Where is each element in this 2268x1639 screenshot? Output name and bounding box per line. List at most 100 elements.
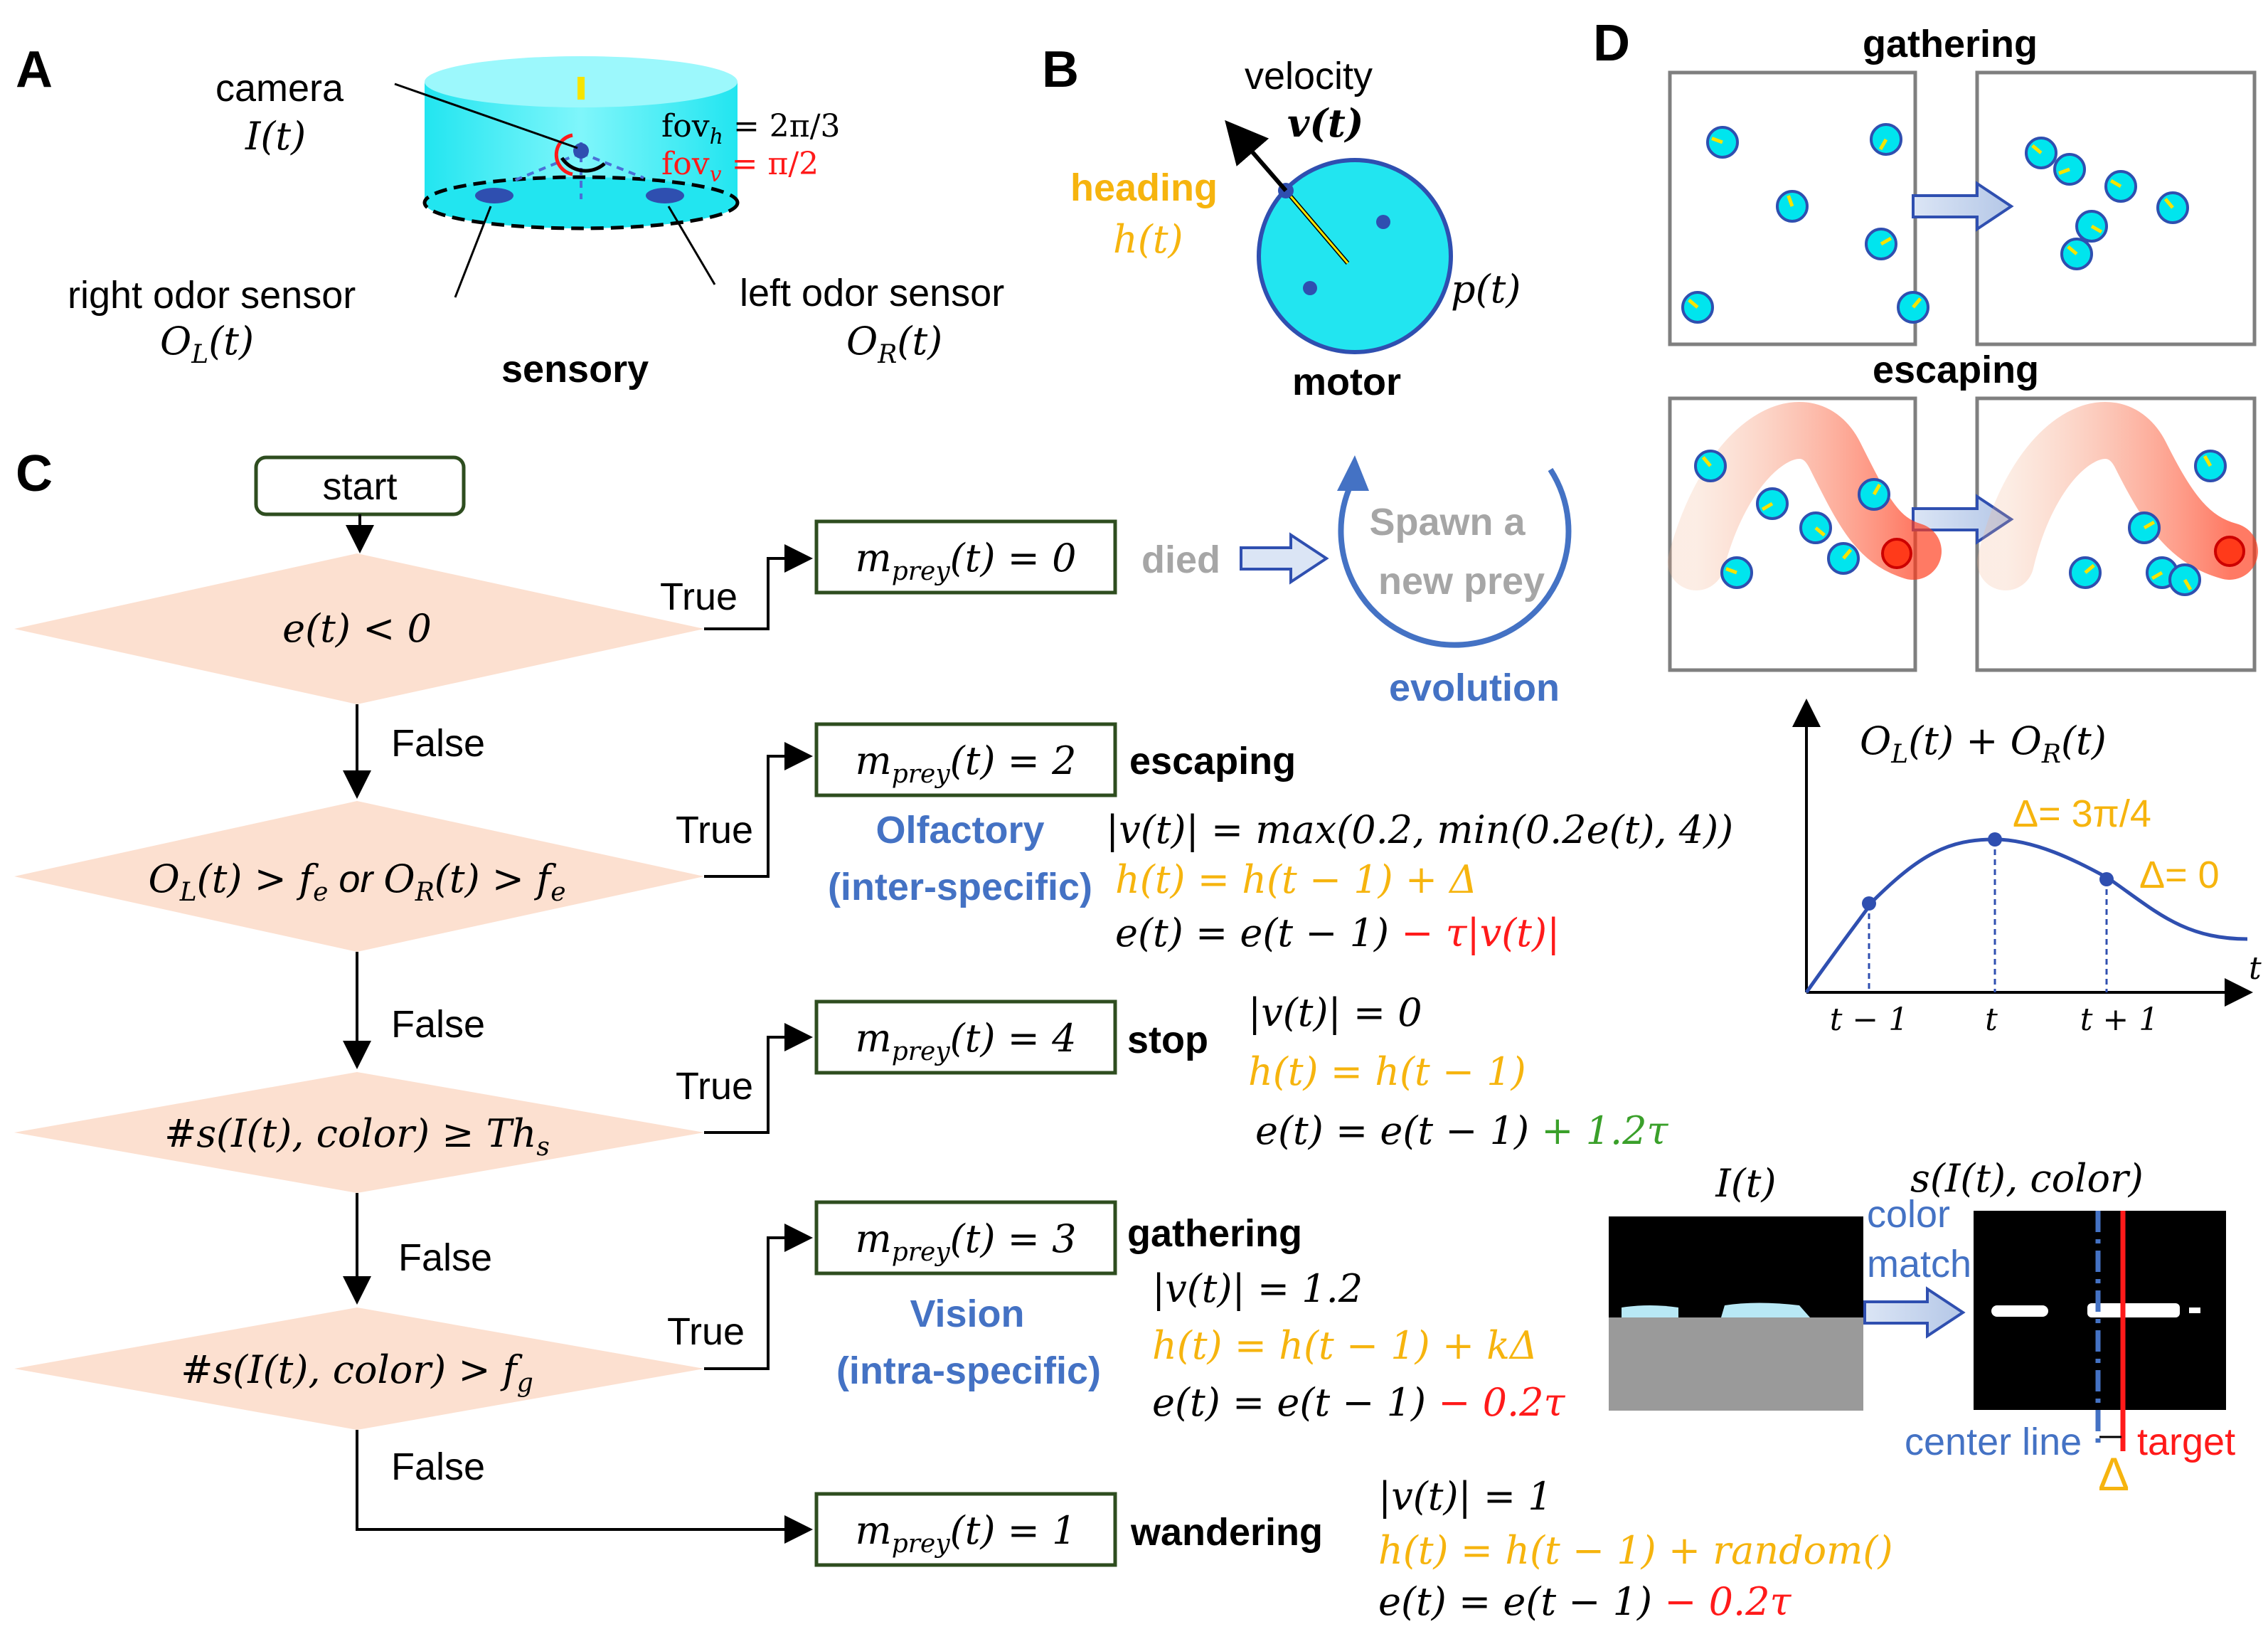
heading-symbol: h(t) — [1113, 217, 1183, 262]
gathering-title: gathering — [1863, 23, 2038, 65]
prey-heading — [1842, 548, 1853, 560]
panel-a: A camera I(t) fovh = 2π/3 fovv = π/2 rig… — [16, 41, 1004, 391]
left-odor-sensor-symbol: OR(t) — [846, 319, 942, 369]
decision-odor-text: OL(t) > fe or OR(t) > fe — [148, 856, 565, 907]
escaping-label: escaping — [1129, 740, 1296, 783]
prey-heading — [1814, 526, 1826, 537]
predator-trail-2 — [1977, 402, 2258, 590]
true-label-1: True — [660, 575, 738, 618]
predator-agent — [1881, 538, 1912, 569]
prey-heading — [1912, 297, 1922, 309]
fov-v-label: fovv = π/2 — [661, 146, 819, 187]
gathering-after-box — [1975, 70, 2257, 346]
motor-caption: motor — [1292, 361, 1401, 403]
mode-0-text: mprey(t) = 0 — [856, 536, 1077, 586]
prey-heading — [2031, 144, 2043, 154]
mode-box-wandering: mprey(t) = 1 — [814, 1492, 1117, 1567]
prey-heading — [1787, 195, 1794, 207]
prey-heading — [2067, 245, 2078, 255]
died-arrow-icon — [1240, 532, 1329, 585]
prey-heading — [2183, 578, 2193, 591]
prey-heading — [1711, 137, 1723, 144]
true-label-4: True — [667, 1310, 745, 1353]
false-label-2: False — [391, 1003, 485, 1046]
olfactory-line-1: Olfactory — [875, 809, 1044, 852]
prey-heading — [2058, 167, 2070, 175]
panel-d: D gathering escaping OL(t) + OR(t) Δ= 3π… — [1593, 15, 2262, 1500]
heading-label: heading — [1070, 166, 1218, 209]
fov-h-label: fovh = 2π/3 — [661, 108, 841, 149]
olfactory-line-2: (inter-specific) — [828, 866, 1092, 908]
decision-stop — [14, 1072, 704, 1193]
prey-heading — [1701, 456, 1712, 467]
right-odor-sensor-symbol: OL(t) — [160, 319, 254, 369]
prey-heading — [2084, 563, 2095, 574]
prey-heading — [1872, 483, 1882, 496]
predator-trail-1 — [1668, 402, 1942, 590]
mode-1-text: mprey(t) = 1 — [856, 1508, 1077, 1559]
false-label-1: False — [391, 722, 485, 765]
evolution-cycle-icon — [1338, 467, 1572, 648]
prey-heading — [2163, 198, 2174, 209]
wandering-label: wandering — [1130, 1511, 1323, 1554]
prey-heading — [2143, 520, 2156, 530]
prey-heading — [1878, 138, 1888, 151]
decision-gather-text: #s(I(t), color) > fg — [181, 1347, 533, 1398]
tick-t-minus-1: t − 1 — [1830, 1002, 1909, 1038]
left-odor-sensor — [646, 188, 684, 203]
color-match-line-1: color — [1867, 1193, 1950, 1236]
gathering-eq-v: |v(t)| = 1.2 — [1152, 1266, 1363, 1311]
sensory-cylinder — [394, 56, 740, 298]
delta-peak-label: Δ= 3π/4 — [2013, 792, 2151, 835]
right-odor-sensor — [475, 188, 513, 203]
panel-c-letter: C — [16, 445, 53, 502]
prey-heading — [2090, 224, 2103, 234]
predator-agent — [2214, 536, 2245, 567]
wandering-eq-v: |v(t)| = 1 — [1378, 1474, 1553, 1519]
color-match-arrow-icon — [1863, 1286, 1966, 1339]
wandering-eq-h: h(t) = h(t − 1) + random() — [1378, 1528, 1893, 1573]
prey-heading — [2109, 179, 2122, 189]
true-label-2: True — [676, 809, 753, 852]
mode-2-text: mprey(t) = 2 — [856, 738, 1077, 789]
prey-agents — [1681, 123, 2245, 596]
position-symbol: p(t) — [1451, 267, 1521, 312]
panel-b-letter: B — [1042, 41, 1079, 98]
mode-4-text: mprey(t) = 4 — [856, 1016, 1077, 1066]
fov-h-arc-icon — [560, 157, 606, 173]
gathering-eq-e: e(t) = e(t − 1) − 0.2τ — [1152, 1380, 1566, 1425]
sensory-caption: sensory — [501, 348, 649, 391]
stop-eq-v: |v(t)| = 0 — [1248, 990, 1422, 1035]
vision-line-2: (intra-specific) — [836, 1349, 1101, 1392]
velocity-arrow-icon — [1225, 120, 1288, 192]
stop-label: stop — [1127, 1019, 1208, 1061]
left-odor-sensor-label: left odor sensor — [740, 272, 1004, 314]
fov-v-arc-icon — [554, 133, 573, 176]
segmentation-label: s(I(t), color) — [1910, 1156, 2144, 1201]
false-label-4: False — [391, 1446, 485, 1488]
color-match-line-2: match — [1867, 1243, 1971, 1285]
escaping-eq-v: |v(t)| = max(0.2, min(0.2e(t), 4)) — [1106, 807, 1733, 852]
prey-heading — [1761, 502, 1774, 511]
agent-body — [1257, 158, 1453, 354]
odor-graph: OL(t) + OR(t) Δ= 3π/4 Δ= 0 t t − 1 t t +… — [1792, 699, 2262, 1038]
gathering-eq-h: h(t) = h(t − 1) + kΔ — [1152, 1323, 1538, 1368]
camera-image-label: I(t) — [1715, 1161, 1776, 1206]
prey-heading — [1688, 298, 1699, 309]
vision-line-1: Vision — [910, 1293, 1024, 1335]
delta-label: Δ — [2098, 1448, 2129, 1500]
velocity-label: velocity — [1245, 55, 1373, 97]
escaping-eq-h: h(t) = h(t − 1) + Δ — [1115, 857, 1477, 902]
panel-d-letter: D — [1593, 15, 1630, 72]
camera-symbol: I(t) — [245, 114, 306, 159]
spawn-line-1: Spawn a — [1369, 501, 1526, 543]
spawn-line-2: new prey — [1378, 560, 1545, 603]
mode-3-text: mprey(t) = 3 — [856, 1216, 1077, 1267]
decision-gather — [14, 1308, 704, 1430]
false-label-3: False — [398, 1236, 492, 1279]
segmentation-image — [1974, 1211, 2226, 1451]
decision-energy — [14, 553, 704, 704]
camera-image — [1609, 1216, 1863, 1411]
